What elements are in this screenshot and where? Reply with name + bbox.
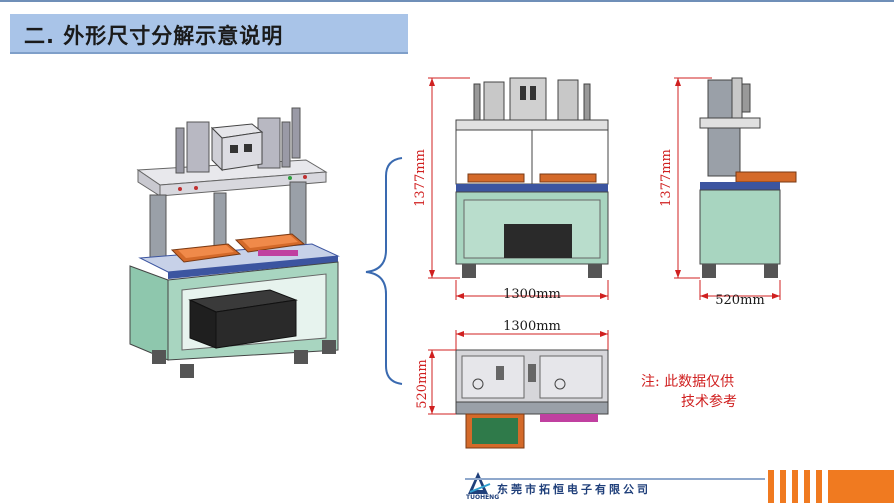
side-depth-label: 520mm [715,293,764,308]
note-line-2: 技术参考 [681,394,737,410]
top-rule [0,0,894,2]
front-width-label: 1300mm [503,287,561,302]
side-view [674,77,797,300]
page-title: 二. 外形尺寸分解示意说明 [24,24,284,48]
top-depth-label: 520mm [415,359,430,408]
front-height-label: 1377mm [413,149,428,207]
top-view [428,330,609,449]
logo-text: TUOHENG [466,494,500,501]
company-logo [468,472,491,494]
orange-stripes [768,470,894,503]
isometric-machine-view [129,107,375,378]
top-width-label: 1300mm [503,319,561,334]
brace [365,157,403,385]
footer-rule [465,478,765,480]
footer-company-name: 东莞市拓恒电子有限公司 [497,483,651,496]
slide-title-bar: 二. 外形尺寸分解示意说明 [10,14,408,54]
reference-note: 注: 此数据仅供 技术参考 [641,372,737,412]
side-height-label: 1377mm [659,149,674,207]
front-view [428,77,609,300]
note-line-1: 注: 此数据仅供 [641,374,735,390]
